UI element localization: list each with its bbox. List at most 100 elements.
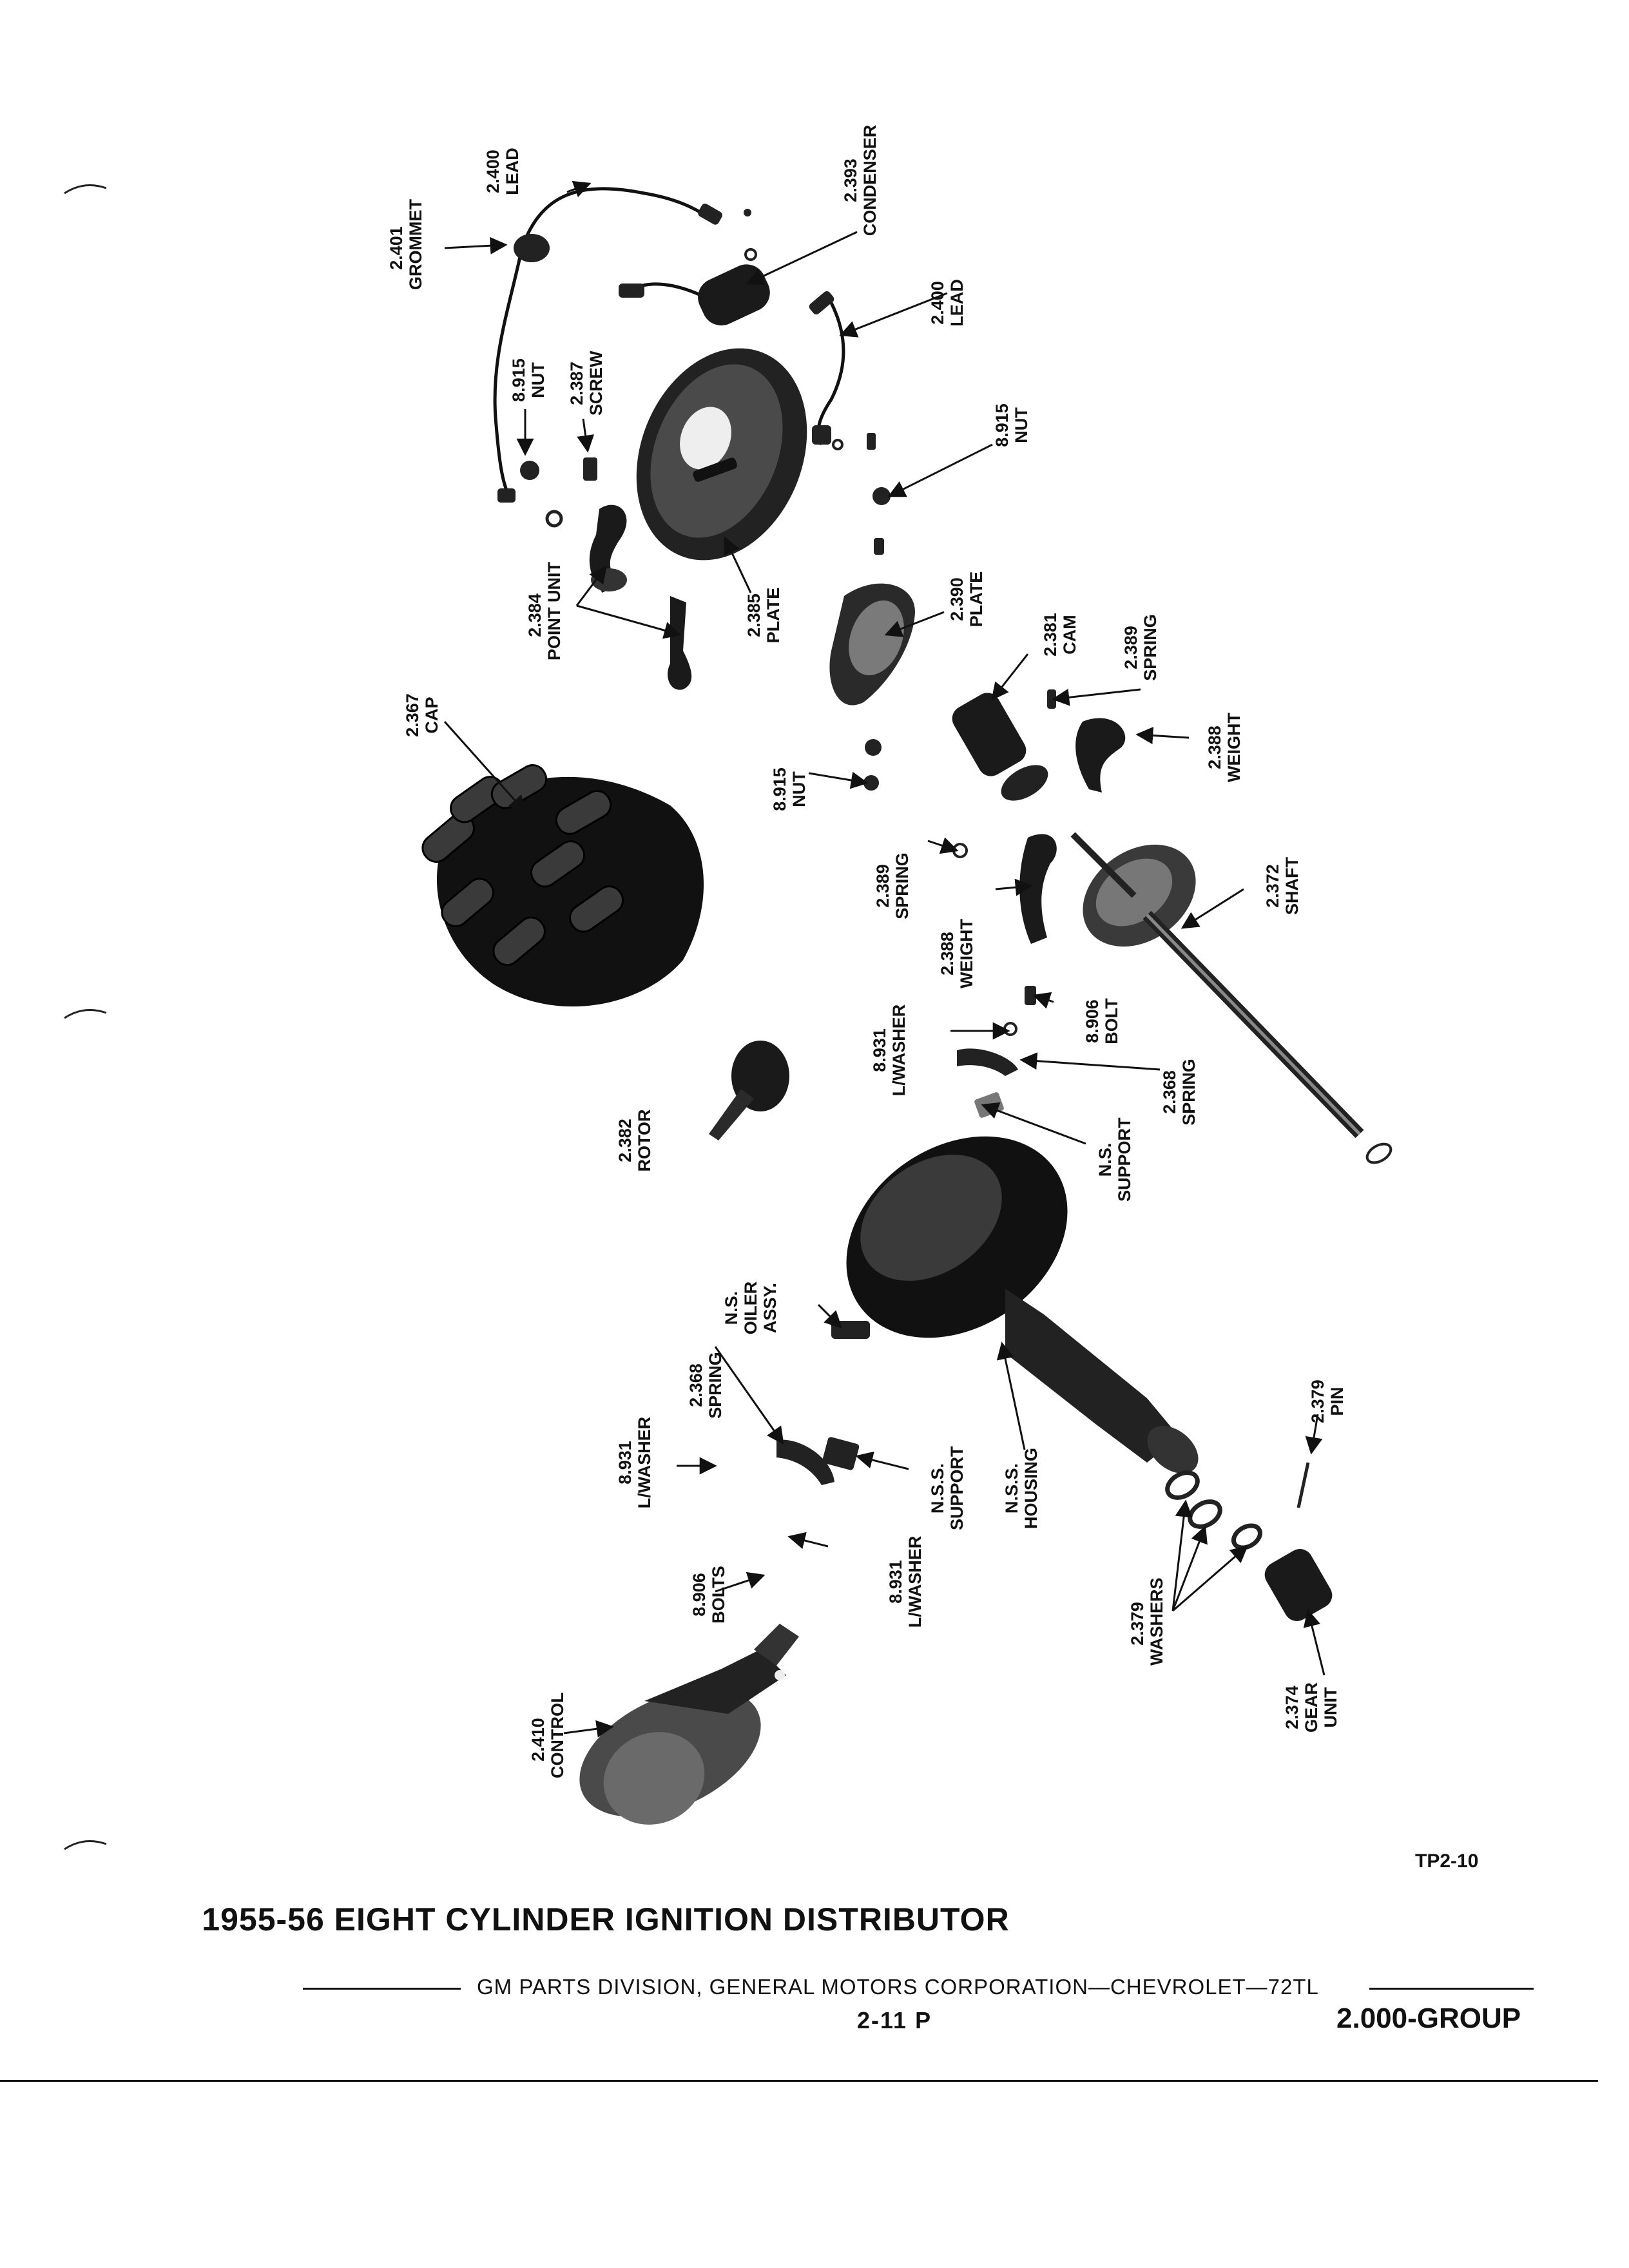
cam-part [952,693,1048,801]
callout-number: 2.367 [403,693,422,737]
callout-text: NUT [1012,407,1031,443]
callout-number: 2.388 [938,932,957,975]
callout-number: N.S. [722,1291,741,1325]
callout-text: GEAR [1302,1682,1321,1733]
lead-terminal-part [497,204,834,503]
callout-2388-weight-middle: 2.388 WEIGHT [938,918,976,989]
callout-text: SUPPORT [1115,1117,1134,1202]
callout-text: GROMMET [406,199,425,290]
callout-number: 8.906 [1083,999,1102,1043]
page-number: 2-11 P [857,2007,932,2033]
callout-8931-lwasher-top: 8.931 L/WASHER [870,1002,909,1099]
callout-8906-bolts-bottom: 8.906 BOLTS [689,1562,728,1627]
figure-caption: 1955-56 EIGHT CYLINDER IGNITION DISTRIBU… [202,1901,1010,1937]
callout-text: LEAD [947,279,967,327]
footer-rule-right [1369,1988,1534,1990]
group-label: 2.000-GROUP [1336,2003,1521,2034]
callout-number: 2.389 [873,864,892,908]
callout-8915-nut-middle: 8.915 NUT [770,757,809,822]
callout-text: L/WASHER [889,1004,909,1097]
footer-publisher: GM PARTS DIVISION, GENERAL MOTORS CORPOR… [477,1975,1319,1999]
plate-2390-part [829,583,915,706]
bottom-rule [0,2080,1598,2082]
callout-2393-condenser: 2.393 CONDENSER [841,122,880,238]
callout-text: SPRING [1141,614,1160,681]
callout-text: WASHERS [1147,1577,1166,1666]
callout-2372-shaft: 2.372 SHAFT [1263,854,1302,918]
margin-marks [64,184,107,1850]
pin-part [1296,1462,1310,1508]
callout-number: N.S. [1095,1142,1115,1177]
callout-2382-rotor: 2.382 ROTOR [615,1105,654,1176]
callout-number: 8.915 [770,767,789,811]
callout-number: 2.400 [928,281,947,325]
callout-text: NUT [528,362,548,398]
callout-text: ASSY. [760,1282,780,1334]
callout-text: CAP [422,697,441,734]
callout-text: LEAD [503,148,522,195]
callout-number: 8.931 [886,1560,905,1604]
callout-8906-bolt-top: 8.906 BOLT [1083,989,1121,1053]
callout-2385-plate: 2.385 PLATE [744,583,783,648]
callout-ns-oiler-assy: N.S. OILER ASSY. [722,1276,780,1340]
callout-2388-weight-right: 2.388 WEIGHT [1205,712,1244,783]
callout-number: N.S.S. [1002,1463,1021,1514]
callout-text: SCREW [586,351,606,416]
callout-text: ROTOR [635,1109,654,1172]
footer-rule-left [303,1988,461,1990]
callout-nss-housing: N.S.S. HOUSING [1002,1446,1041,1530]
callout-2367-cap: 2.367 CAP [403,683,441,747]
callout-2384-point-unit: 2.384 POINT UNIT [525,562,564,660]
callout-number: 2.390 [947,577,967,621]
callout-text: SUPPORT [947,1446,967,1530]
callout-text: BOLT [1102,998,1121,1044]
figure-id: TP2-10 [1415,1850,1479,1872]
shaft-part [1070,832,1393,1164]
callout-2379-pin: 2.379 PIN [1308,1369,1347,1434]
callout-text: POINT UNIT [545,562,564,660]
callout-number: 2.372 [1263,864,1282,908]
callout-2368-spring-bottom: 2.368 SPRING [686,1350,725,1421]
callout-2389-spring-right: 2.389 SPRING [1121,612,1160,683]
callout-2400-lead-right: 2.400 LEAD [928,271,967,335]
callout-number: 2.400 [483,149,503,193]
callout-number: 2.388 [1205,726,1224,769]
callout-2379-washers: 2.379 WASHERS [1128,1577,1166,1666]
callout-number: 2.382 [615,1119,635,1162]
callout-2381-cam: 2.381 CAM [1041,602,1079,667]
callout-2401-grommet: 2.401 GROMMET [387,199,425,290]
callout-text: CAM [1060,615,1079,655]
callout-text: L/WASHER [635,1416,654,1509]
callout-text: SPRING [706,1352,725,1419]
callout-ns-support: N.S. SUPPORT [1095,1117,1134,1202]
breaker-plate-part [636,348,807,561]
callout-text: OILER [741,1281,760,1335]
callout-number: 2.381 [1041,613,1060,657]
callout-number: N.S.S. [928,1463,947,1514]
gear-unit-part [1264,1549,1333,1621]
washers-part [1165,1470,1262,1550]
callout-2389-spring-middle: 2.389 SPRING [873,850,912,921]
callout-text: BOLTS [709,1566,728,1624]
distributor-housing-part [831,1136,1199,1474]
callout-number: 2.368 [686,1363,706,1407]
callout-text: NUT [789,771,809,807]
callout-number: 2.368 [1160,1070,1179,1114]
callout-text: WEIGHT [957,919,976,988]
callout-number: 2.393 [841,159,860,202]
callout-text: UNIT [1321,1687,1340,1728]
vacuum-control-part [579,1624,799,1825]
callout-text: SPRING [1179,1059,1199,1126]
callout-text: HOUSING [1021,1448,1041,1530]
callout-number: 2.387 [567,361,586,405]
callout-number: 8.931 [615,1441,635,1485]
callout-number: 2.385 [744,593,764,637]
callout-text: WEIGHT [1224,713,1244,782]
callout-2387-screw: 2.387 SCREW [567,351,606,416]
callout-text: SPRING [892,852,912,919]
callout-number: 2.374 [1282,1686,1302,1729]
callout-number: 8.915 [509,358,528,402]
callout-number: 2.379 [1308,1379,1327,1423]
callout-8915-nut-right: 8.915 NUT [992,393,1031,457]
